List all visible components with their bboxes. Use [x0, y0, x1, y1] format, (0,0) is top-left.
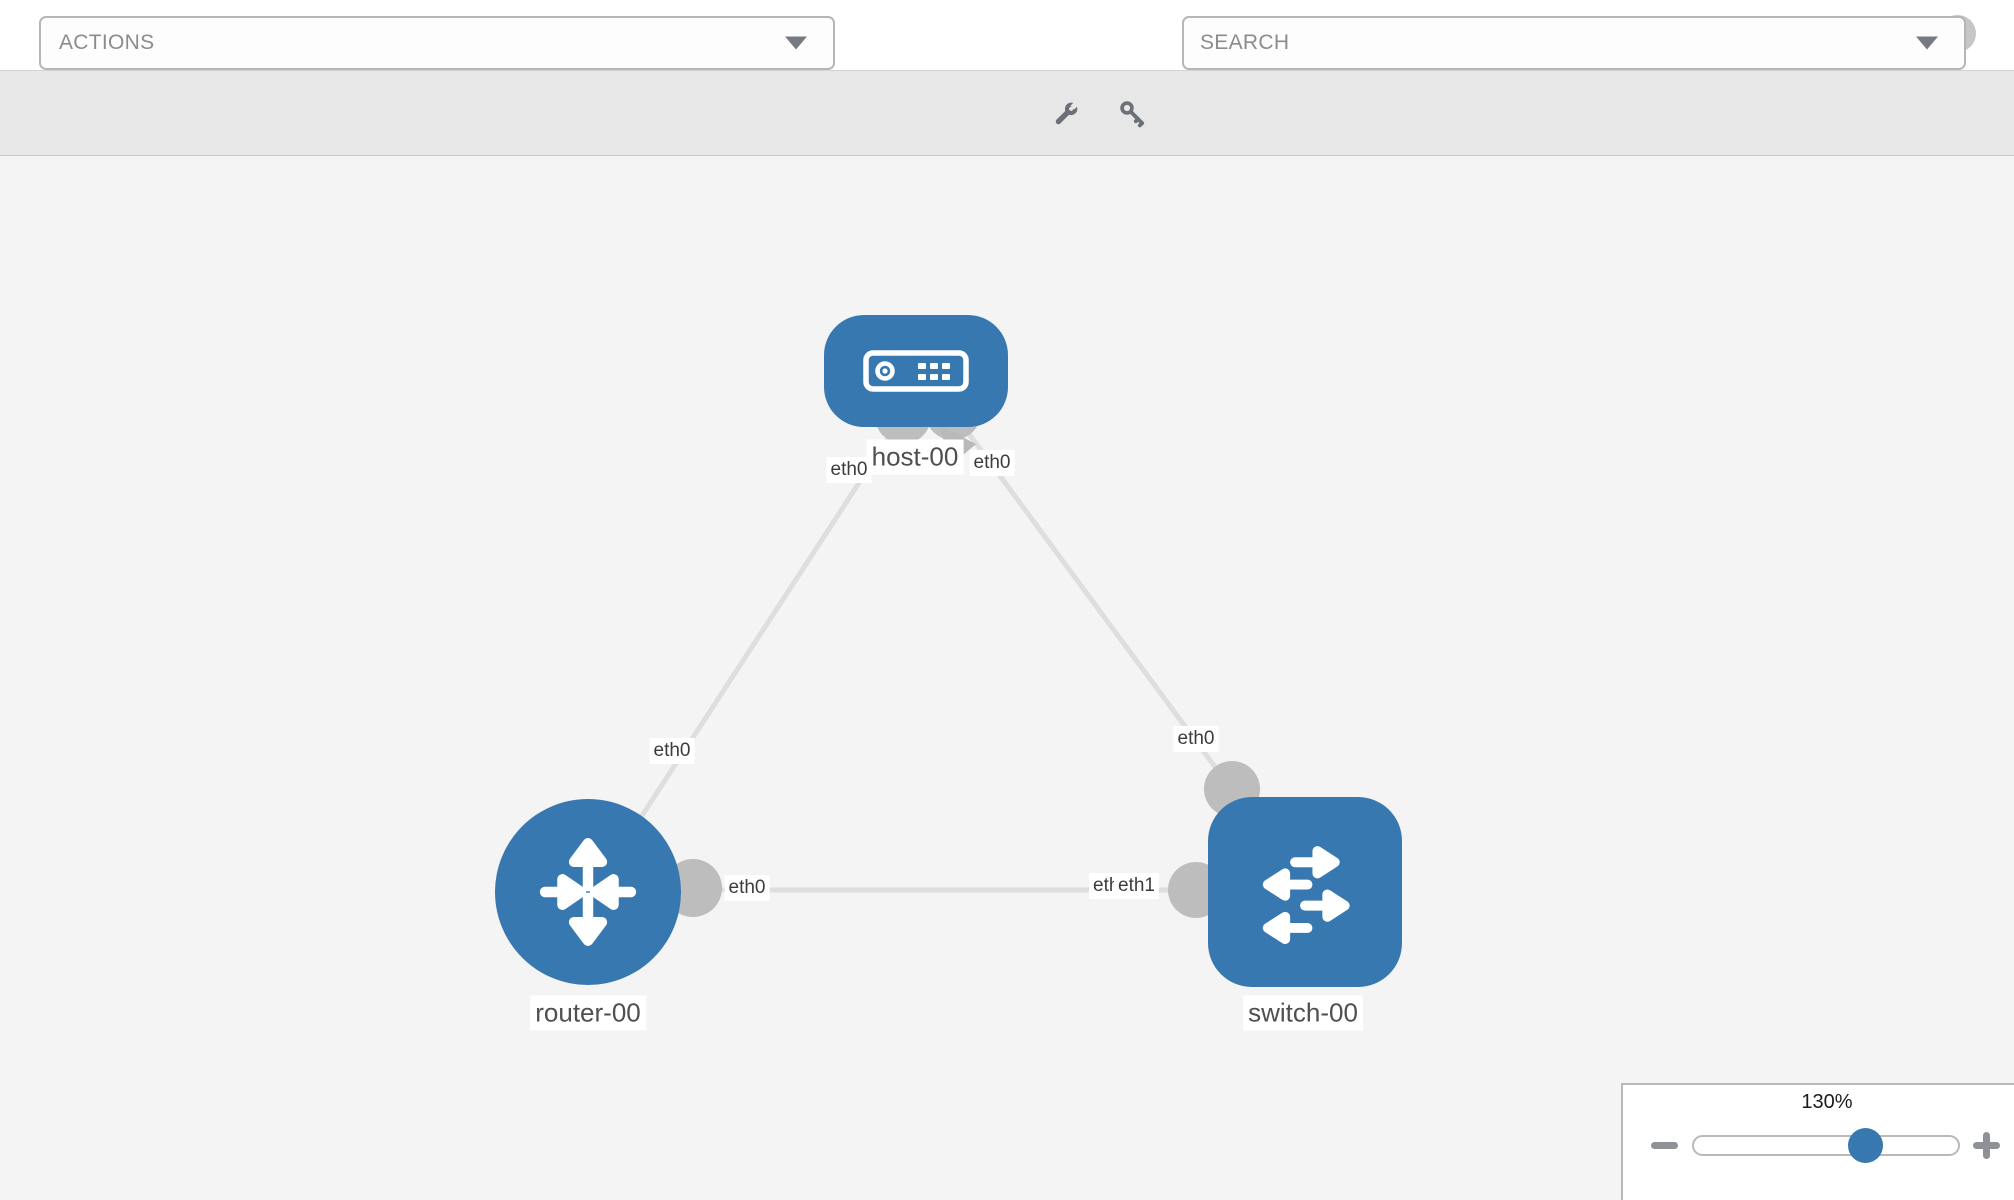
topology-canvas[interactable]	[0, 156, 2014, 1200]
interface-label-router-right: eth0	[724, 875, 770, 901]
interface-label-switch-left: eth1	[1114, 873, 1159, 899]
interface-label-router-top: eth0	[649, 738, 695, 764]
node-router-00[interactable]	[495, 799, 681, 985]
interface-label-host-right: eth0	[969, 450, 1015, 476]
node-switch-00[interactable]	[1208, 797, 1402, 987]
node-label-switch: switch-00	[1243, 995, 1363, 1031]
router-icon	[539, 838, 637, 946]
zoom-in-button[interactable]	[1973, 1132, 2000, 1159]
search-dropdown[interactable]: SEARCH	[1182, 16, 1966, 70]
key-icon[interactable]	[1118, 99, 1148, 129]
toolbar	[0, 70, 2014, 156]
search-dropdown-label: SEARCH	[1200, 31, 1290, 54]
link-router-host[interactable]	[597, 418, 903, 882]
chevron-down-icon	[1916, 36, 1938, 50]
chevron-down-icon	[785, 36, 807, 50]
switch-icon	[1262, 846, 1350, 945]
plus-icon	[1983, 1132, 1990, 1159]
interface-label-host-left: eth0	[826, 457, 872, 483]
actions-dropdown[interactable]: ACTIONS	[39, 16, 835, 70]
node-label-router: router-00	[530, 995, 646, 1031]
node-host-00[interactable]	[824, 315, 1008, 427]
wrench-icon[interactable]	[1051, 99, 1081, 129]
zoom-level-value: 130%	[1801, 1091, 1853, 1113]
zoom-slider-track[interactable]	[1692, 1135, 1960, 1156]
topology-edges-layer	[597, 384, 1260, 918]
zoom-slider-thumb[interactable]	[1848, 1128, 1883, 1163]
interface-label-switch-top: eth0	[1173, 726, 1219, 752]
zoom-control-panel: 130%	[1621, 1083, 2014, 1200]
actions-dropdown-label: ACTIONS	[59, 31, 155, 54]
zoom-out-button[interactable]	[1651, 1142, 1678, 1149]
host-icon	[863, 350, 969, 392]
node-label-host: host-00	[866, 439, 964, 475]
